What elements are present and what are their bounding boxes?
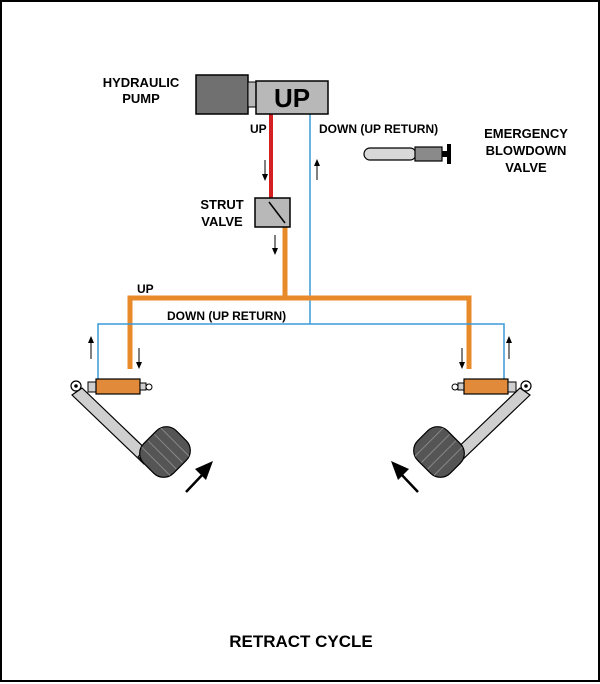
- up-line-label: UP: [250, 122, 267, 136]
- emergency-label-line2: BLOWDOWN: [486, 143, 567, 158]
- left-actuator: [87, 378, 153, 395]
- right-retract-arrow: [391, 461, 419, 493]
- diagram-title: RETRACT CYCLE: [229, 632, 373, 651]
- right-landing-gear: [413, 380, 532, 478]
- strut-valve: [254, 197, 291, 228]
- arrow-down-strut: [272, 235, 278, 255]
- arrow-up-return-line: [314, 159, 320, 180]
- strut-valve-label-line2: VALVE: [201, 214, 243, 229]
- down-manifold-label: DOWN (UP RETURN): [167, 309, 286, 323]
- emergency-label-line1: EMERGENCY: [484, 126, 568, 141]
- down-return-vertical-label: DOWN (UP RETURN): [319, 122, 438, 136]
- left-landing-gear: [70, 380, 191, 478]
- down-manifold-line: [97, 323, 505, 381]
- hydraulic-pump-label-line1: HYDRAULIC: [103, 75, 180, 90]
- arrow-down-left-up: [136, 348, 142, 369]
- up-manifold-line: [127, 295, 472, 369]
- arrow-up-left-return: [88, 336, 94, 359]
- emergency-label-line3: VALVE: [505, 160, 547, 175]
- arrow-down-red-line: [262, 160, 268, 181]
- emergency-blowdown-valve: [363, 144, 451, 164]
- hydraulic-pump: UP: [195, 74, 329, 115]
- arrow-down-right-up: [459, 348, 465, 369]
- strut-valve-label-line1: STRUT: [200, 197, 243, 212]
- right-actuator: [451, 378, 517, 395]
- pump-state-label: UP: [274, 83, 310, 113]
- hydraulic-pump-label-line2: PUMP: [122, 91, 160, 106]
- arrow-up-right-return: [506, 336, 512, 359]
- left-retract-arrow: [185, 461, 213, 493]
- up-manifold-label: UP: [137, 282, 154, 296]
